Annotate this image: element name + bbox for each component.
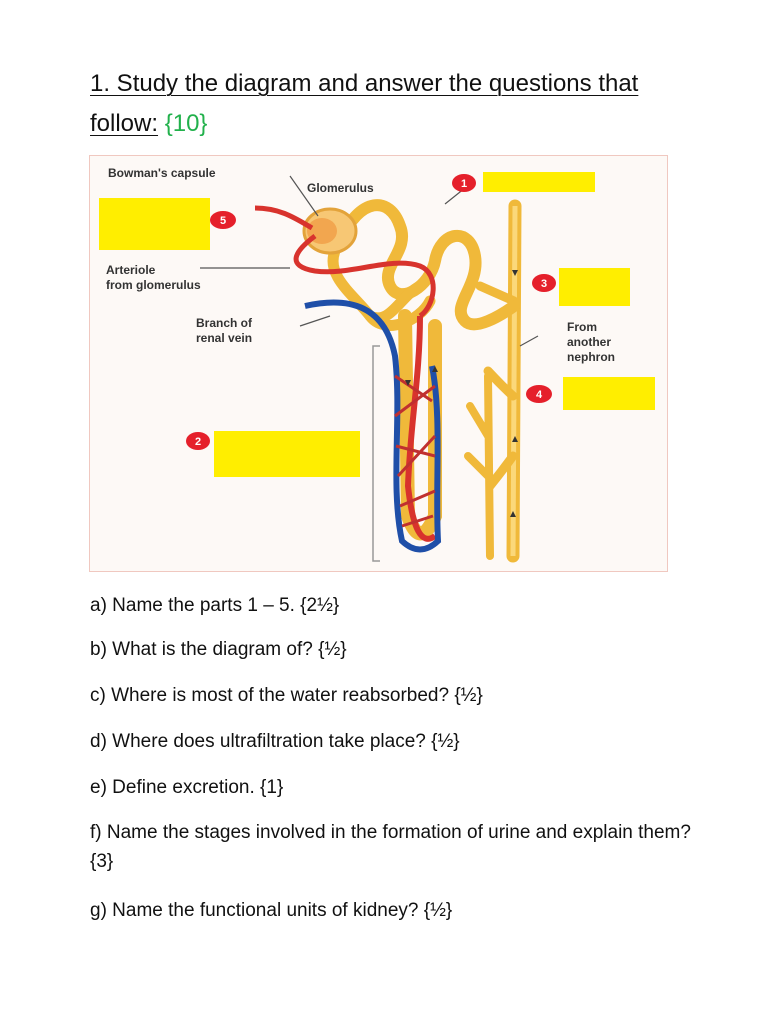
marker-2: 2 bbox=[186, 432, 210, 450]
question-c: c) Where is most of the water reabsorbed… bbox=[90, 685, 483, 706]
question-heading: 1. Study the diagram and answer the ques… bbox=[90, 64, 710, 144]
afferent-arteriole bbox=[254, 205, 314, 231]
convoluted-tubule bbox=[334, 199, 520, 331]
marker-5: 5 bbox=[210, 211, 236, 229]
question-b: b) What is the diagram of? {½} bbox=[90, 639, 347, 660]
question-e: e) Define excretion. {1} bbox=[90, 777, 284, 798]
svg-text:2: 2 bbox=[195, 436, 201, 448]
branch-duct bbox=[464, 372, 494, 560]
label-from-2: another bbox=[567, 335, 611, 349]
label-branch-1: Branch of bbox=[196, 316, 253, 330]
answer-box-1[interactable] bbox=[483, 172, 595, 192]
artery-descending bbox=[404, 315, 437, 542]
renal-vein-branch bbox=[304, 299, 442, 553]
answer-box-4[interactable] bbox=[563, 377, 655, 410]
svg-text:3: 3 bbox=[541, 278, 547, 290]
svg-text:4: 4 bbox=[536, 389, 543, 401]
question-marks: {10} bbox=[164, 110, 208, 137]
capillary-network bbox=[394, 374, 437, 528]
label-arteriole-2: from glomerulus bbox=[106, 278, 201, 292]
question-g: g) Name the functional units of kidney? … bbox=[90, 900, 453, 921]
label-branch-2: renal vein bbox=[196, 331, 252, 345]
answer-box-2[interactable] bbox=[214, 431, 360, 477]
nephron-diagram-svg: Bowman's capsule Glomerulus Arteriole fr… bbox=[99, 166, 655, 563]
label-arteriole-1: Arteriole bbox=[106, 263, 156, 277]
efferent-arteriole bbox=[293, 234, 436, 319]
label-bowmans-capsule: Bowman's capsule bbox=[108, 166, 216, 180]
question-d: d) Where does ultrafiltration take place… bbox=[90, 731, 460, 752]
collecting-duct-inner bbox=[510, 205, 518, 557]
distal-tubule bbox=[327, 245, 436, 331]
label-from-3: nephron bbox=[567, 350, 615, 364]
pointer-lines bbox=[200, 175, 539, 347]
marker-3: 3 bbox=[532, 274, 556, 292]
question-heading-text: 1. Study the diagram and answer the ques… bbox=[90, 70, 639, 137]
answer-box-5[interactable] bbox=[99, 198, 210, 250]
nephron-diagram: Bowman's capsule Glomerulus Arteriole fr… bbox=[89, 155, 668, 572]
loop-bracket bbox=[372, 345, 380, 562]
svg-text:1: 1 bbox=[461, 178, 467, 190]
label-from-1: From bbox=[567, 320, 597, 334]
answer-box-3[interactable] bbox=[559, 268, 630, 306]
svg-text:5: 5 bbox=[220, 215, 226, 227]
question-f: f) Name the stages involved in the forma… bbox=[90, 822, 691, 872]
question-a: a) Name the parts 1 – 5. {2½} bbox=[90, 595, 340, 616]
label-glomerulus: Glomerulus bbox=[307, 181, 374, 195]
marker-1: 1 bbox=[452, 174, 476, 192]
marker-4: 4 bbox=[526, 385, 552, 403]
